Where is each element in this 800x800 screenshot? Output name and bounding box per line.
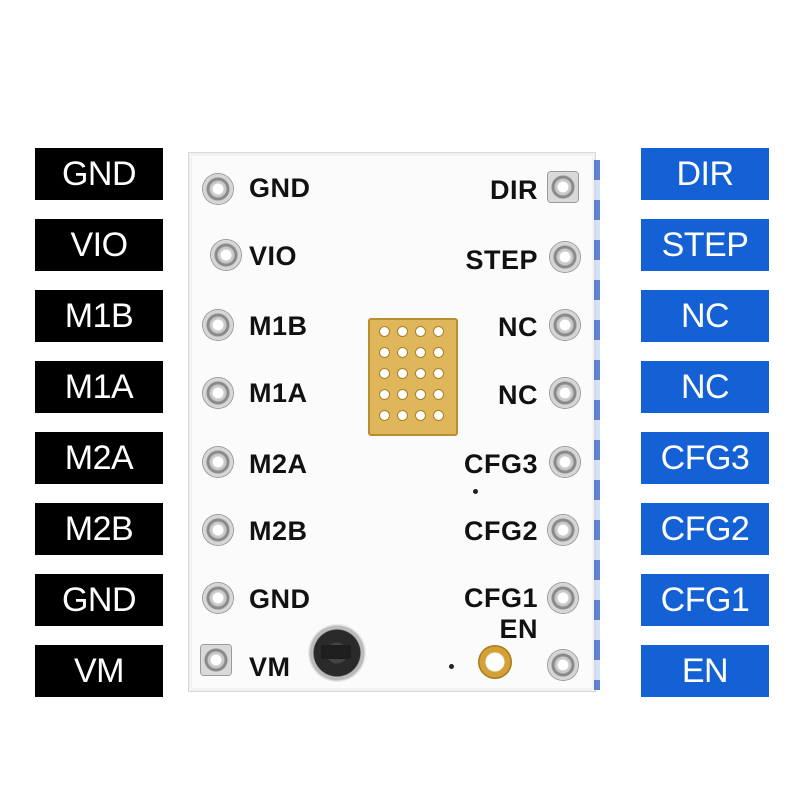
right-pin-hole (550, 242, 580, 272)
silk-left-vio: VIO (249, 241, 298, 271)
thermal-via (416, 369, 425, 378)
thermal-via (416, 327, 425, 336)
board-dot (449, 664, 454, 669)
gold-test-pad (478, 645, 512, 679)
right-pin-label-cfg1: CFG1 (641, 574, 769, 626)
thermal-via (416, 348, 425, 357)
silk-right-nc-2: NC (498, 380, 538, 410)
right-pin-hole (550, 310, 580, 340)
board-edge-components (594, 160, 600, 690)
left-pin-label-m1b: M1B (35, 290, 163, 342)
thermal-via (398, 390, 407, 399)
right-pin-hole (550, 378, 580, 408)
left-pin-label-m2a: M2A (35, 432, 163, 484)
right-pin-label-cfg3: CFG3 (641, 432, 769, 484)
silk-right-cfg2: CFG2 (463, 516, 538, 546)
silk-right-cfg1: CFG1 (463, 583, 538, 613)
right-pin-hole (548, 583, 578, 613)
silk-right-dir: DIR (490, 175, 538, 205)
left-pin-label-gnd-2: GND (35, 574, 163, 626)
thermal-via (416, 390, 425, 399)
thermal-via (380, 411, 389, 420)
right-pin-hole (548, 515, 578, 545)
thermal-via (380, 369, 389, 378)
right-pin-hole (548, 650, 578, 680)
thermal-via (434, 369, 443, 378)
thermal-via (398, 411, 407, 420)
silk-right-en: EN (499, 614, 538, 644)
right-pin-label-cfg2: CFG2 (641, 503, 769, 555)
right-pin-label-nc-2: NC (641, 361, 769, 413)
thermal-via (380, 327, 389, 336)
right-pin-label-dir: DIR (641, 148, 769, 200)
left-pin-hole (211, 240, 241, 270)
left-pin-label-m2b: M2B (35, 503, 163, 555)
capacitor-body (321, 645, 351, 659)
thermal-via (398, 327, 407, 336)
right-pin-hole (550, 447, 580, 477)
left-pin-label-m1a: M1A (35, 361, 163, 413)
thermal-via (398, 348, 407, 357)
thermal-via (434, 390, 443, 399)
left-pin-hole (203, 447, 233, 477)
right-pin-label-en: EN (641, 645, 769, 697)
left-pin-hole (203, 378, 233, 408)
left-pin-label-vio: VIO (35, 219, 163, 271)
silk-right-nc: NC (498, 312, 538, 342)
thermal-via (380, 348, 389, 357)
silk-left-m2a: M2A (249, 449, 308, 479)
left-pin-label-vm: VM (35, 645, 163, 697)
right-pin-label-step: STEP (641, 219, 769, 271)
left-pin-hole (203, 583, 233, 613)
thermal-via (416, 411, 425, 420)
right-square-pin-hole (548, 172, 578, 202)
thermal-via (398, 369, 407, 378)
left-pin-label-gnd: GND (35, 148, 163, 200)
silk-left-m1a: M1A (249, 378, 308, 408)
right-pin-label-nc: NC (641, 290, 769, 342)
silk-left-gnd: GND (249, 173, 311, 203)
thermal-via (434, 411, 443, 420)
silk-right-cfg3: CFG3 (463, 449, 538, 479)
silk-right-step: STEP (465, 245, 538, 275)
left-square-pin-hole (201, 645, 231, 675)
left-pin-hole (203, 310, 233, 340)
silk-left-vm: VM (249, 652, 291, 682)
silk-left-m2b: M2B (249, 516, 308, 546)
thermal-via (380, 390, 389, 399)
left-pin-hole (203, 515, 233, 545)
silk-left-gnd-2: GND (249, 584, 311, 614)
board-dot (473, 489, 478, 494)
silk-left-m1b: M1B (249, 311, 308, 341)
thermal-via (434, 348, 443, 357)
thermal-via (434, 327, 443, 336)
left-pin-hole (203, 174, 233, 204)
